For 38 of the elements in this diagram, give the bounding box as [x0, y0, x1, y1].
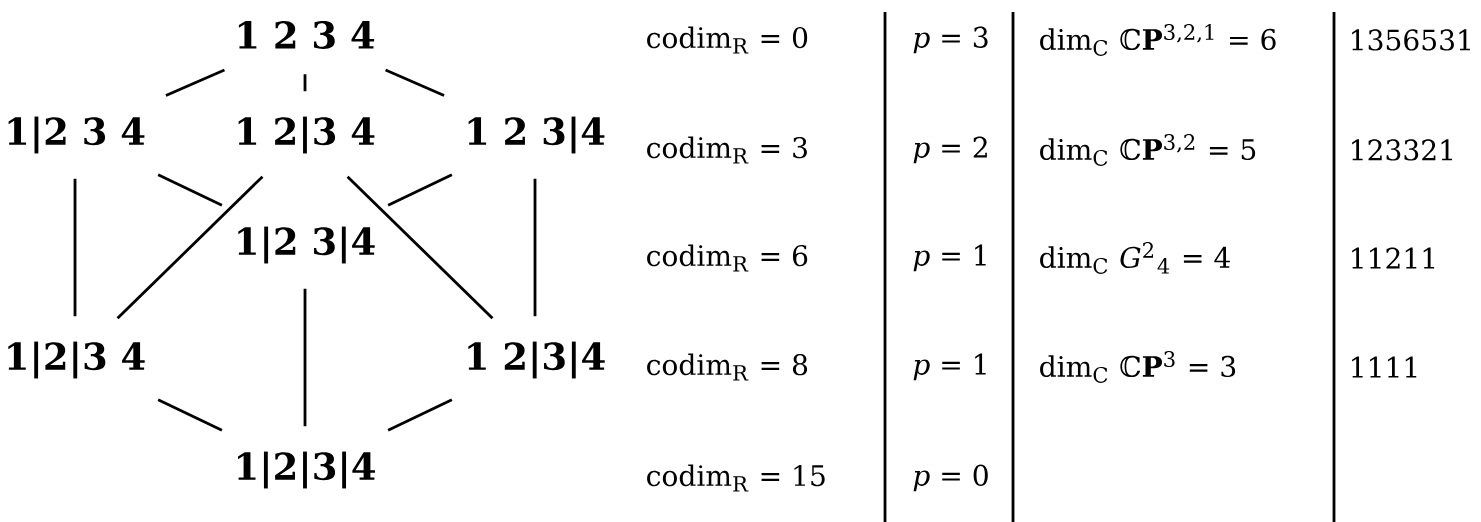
table-cell: 1111 — [1352, 356, 1417, 378]
table-cell: dim$_{C}$ ℂP$^{3,2}$ = 5 — [1040, 134, 1256, 166]
connector-line — [157, 398, 223, 432]
connector-line — [303, 288, 307, 427]
table-cell: p = 1 — [913, 353, 986, 381]
table-cell: 1356531 — [1352, 29, 1470, 51]
table-cell: codim$_{R}$ = 15 — [647, 464, 825, 492]
table-cell: codim$_{R}$ = 8 — [647, 353, 808, 381]
table-cell: dim$_{C}$ G$^{2}$$_{4}$ = 4 — [1040, 242, 1230, 274]
connector-line — [533, 178, 537, 317]
partition-label: 1|2 3|4 — [238, 226, 375, 264]
table-cell: 123321 — [1352, 139, 1452, 161]
table-cell: 11211 — [1352, 247, 1435, 269]
connector-line — [385, 68, 445, 97]
table-cell: p = 0 — [913, 464, 988, 492]
connector-line — [303, 74, 307, 92]
connector-line — [73, 178, 77, 317]
connector-line — [157, 173, 223, 207]
table-cell: p = 3 — [913, 26, 988, 54]
table-cell: p = 2 — [913, 136, 987, 164]
connector-line — [165, 68, 225, 97]
partition-label: 1 2|3 4 — [238, 116, 375, 154]
table-cell: p = 1 — [913, 244, 986, 272]
table-cell: codim$_{R}$ = 3 — [647, 136, 807, 164]
partition-label: 1|2|3 4 — [8, 341, 145, 379]
table-cell: codim$_{R}$ = 0 — [647, 26, 808, 54]
table-cell: codim$_{R}$ = 6 — [647, 244, 808, 272]
partition-label: 1|2 3 4 — [8, 116, 145, 154]
connector-line — [387, 173, 453, 207]
connector-line — [116, 175, 264, 320]
table-cell: dim$_{C}$ ℂP$^{3,2,1}$ = 6 — [1040, 24, 1276, 56]
partition-label: 1 2 3 4 — [238, 21, 375, 49]
connector-line — [346, 175, 494, 320]
partition-label: 1 2|3|4 — [468, 341, 605, 379]
partition-label: 1|2|3|4 — [238, 451, 375, 489]
connector-line — [387, 398, 453, 432]
table-cell: dim$_{C}$ ℂP$^{3}$ = 3 — [1040, 351, 1236, 383]
partition-label: 1 2 3|4 — [468, 116, 605, 154]
